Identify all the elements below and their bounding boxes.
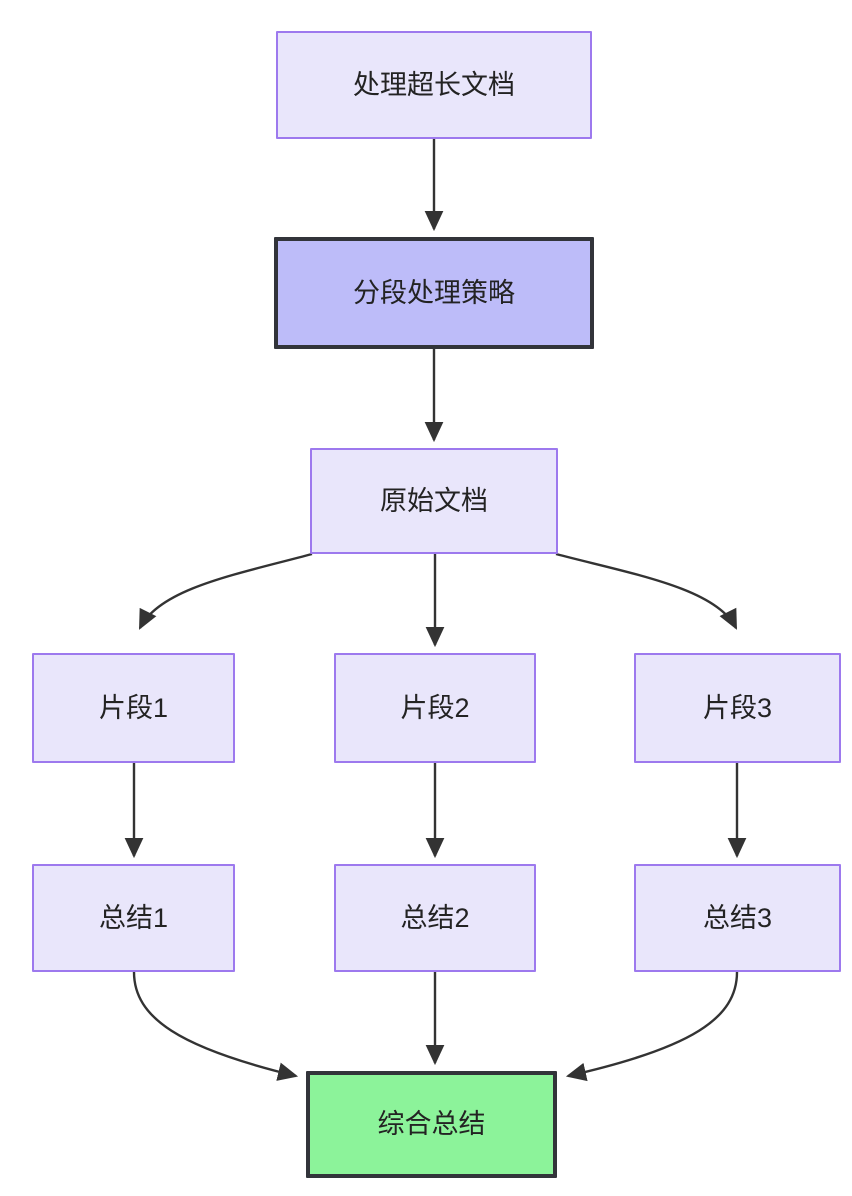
node-label: 综合总结 bbox=[377, 1109, 486, 1140]
node-label: 片段2 bbox=[400, 692, 470, 723]
node-label: 原始文档 bbox=[380, 485, 488, 516]
edge-summary3-to-final-summary bbox=[565, 971, 739, 1082]
edge-source-doc-to-chunk1 bbox=[138, 552, 313, 630]
edge-source-doc-to-chunk3 bbox=[555, 552, 738, 630]
node-process-long-document[interactable]: 处理超长文档 bbox=[276, 31, 592, 139]
node-label: 片段3 bbox=[702, 692, 773, 723]
node-label: 总结3 bbox=[702, 902, 773, 933]
node-label: 片段1 bbox=[98, 692, 169, 723]
node-segmented-processing-strategy[interactable]: 分段处理策略 bbox=[274, 237, 594, 349]
node-source-document[interactable]: 原始文档 bbox=[310, 448, 558, 554]
node-final-comprehensive-summary[interactable]: 综合总结 bbox=[306, 1071, 557, 1178]
node-chunk-2[interactable]: 片段2 bbox=[334, 653, 536, 763]
node-chunk-3[interactable]: 片段3 bbox=[634, 653, 841, 763]
node-label: 总结1 bbox=[98, 902, 169, 933]
node-label: 总结2 bbox=[400, 902, 470, 933]
node-label: 分段处理策略 bbox=[353, 277, 515, 308]
node-summary-1[interactable]: 总结1 bbox=[32, 864, 235, 972]
node-label: 处理超长文档 bbox=[353, 69, 515, 100]
node-summary-2[interactable]: 总结2 bbox=[334, 864, 536, 972]
node-summary-3[interactable]: 总结3 bbox=[634, 864, 841, 972]
node-chunk-1[interactable]: 片段1 bbox=[32, 653, 235, 763]
edge-summary1-to-final-summary bbox=[132, 971, 299, 1081]
